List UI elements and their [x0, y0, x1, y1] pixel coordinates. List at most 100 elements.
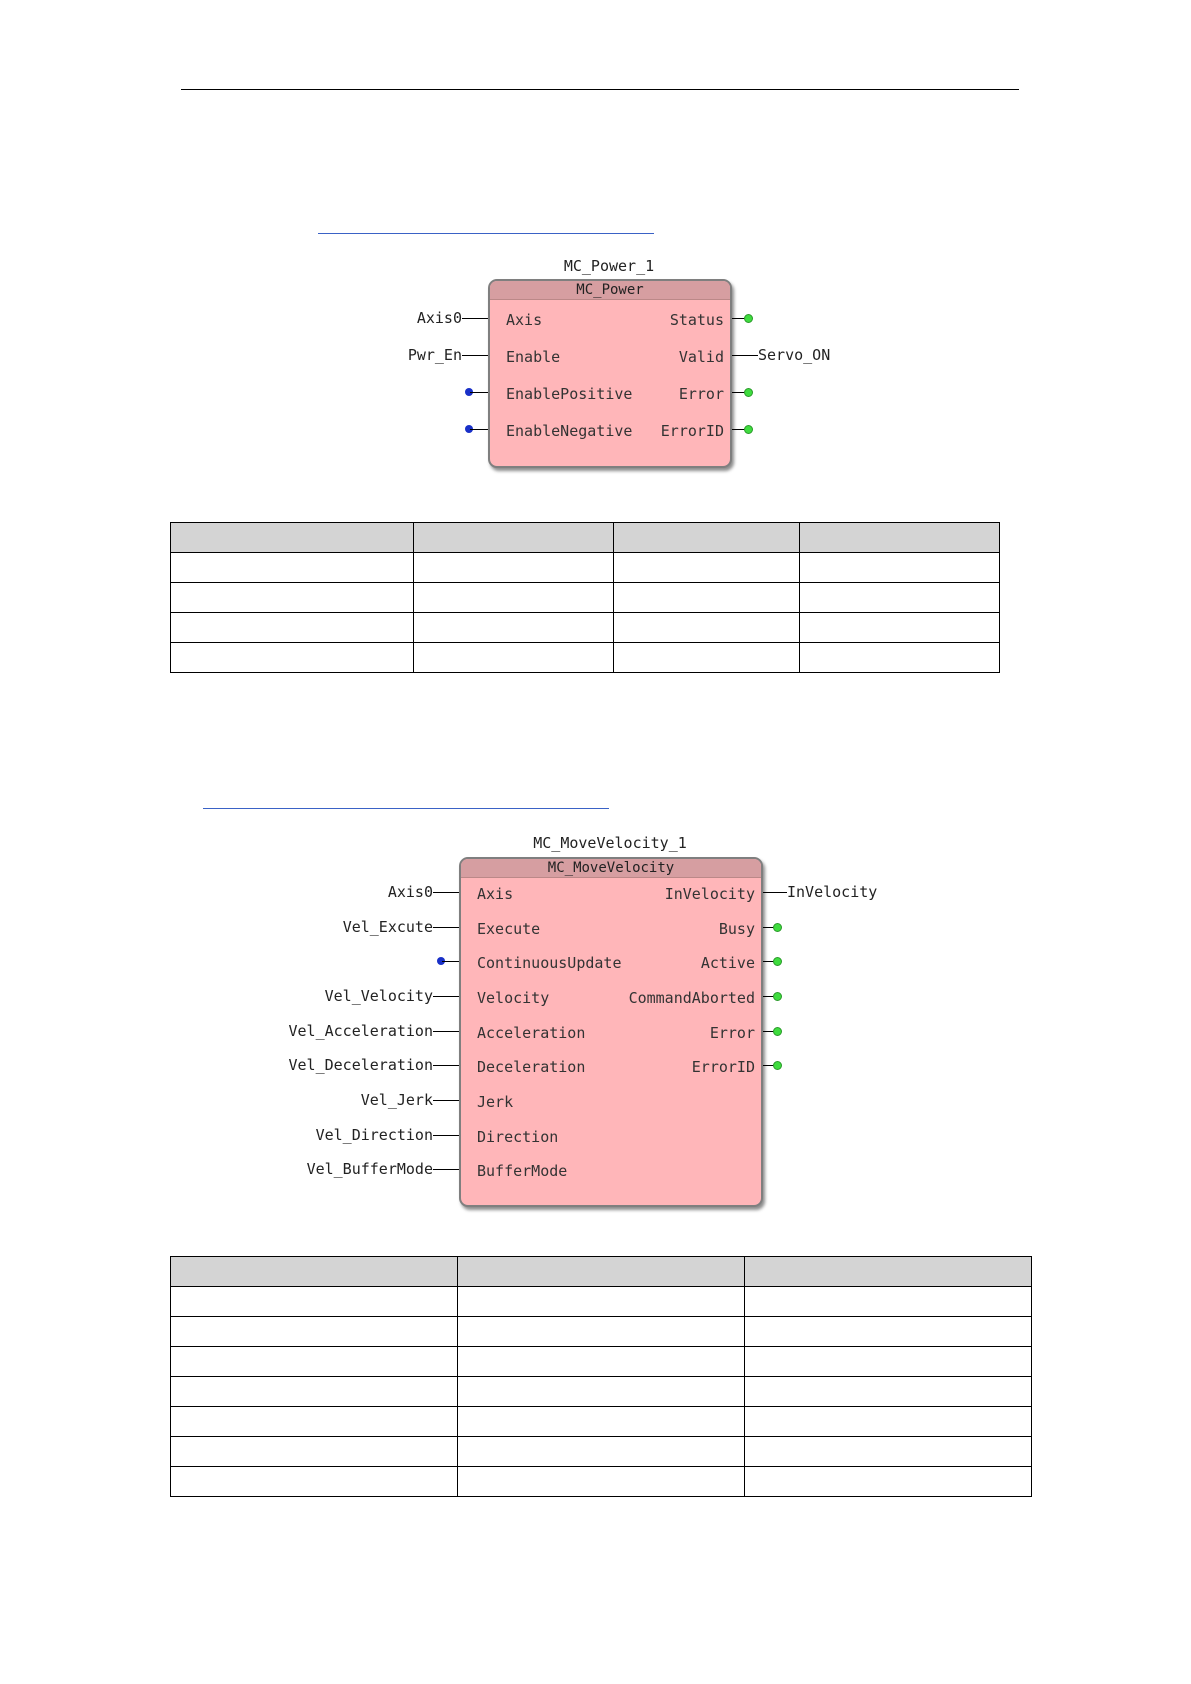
page-header-rule — [181, 89, 1019, 90]
velocity-conn-execute: Vel_Excute — [342, 918, 433, 936]
power-pin-in-enable-negative: EnableNegative — [506, 422, 633, 440]
power-pin-in-axis: Axis — [506, 311, 543, 329]
velocity-conn-invelocity: InVelocity — [787, 883, 878, 901]
table-row — [170, 552, 1000, 583]
velocity-pin-in-velocity: Velocity — [477, 989, 550, 1007]
velocity-pin-in-deceleration: Deceleration — [477, 1058, 586, 1076]
table-cell — [170, 552, 414, 583]
power-block-type: MC_Power — [490, 281, 730, 300]
table-cell — [457, 1466, 745, 1497]
table-cell — [613, 552, 800, 583]
table-row — [170, 642, 1000, 673]
power-pin-out-status: Status — [669, 311, 724, 329]
velocity-pin-in-execute: Execute — [477, 920, 541, 938]
table-cell — [457, 1436, 745, 1467]
power-error-dot-icon[interactable] — [744, 388, 753, 397]
power-pin-in-enable-positive: EnablePositive — [506, 385, 633, 403]
power-wire-enable-positive — [470, 392, 488, 393]
velocity-conn-axis: Axis0 — [387, 883, 433, 901]
table-row — [170, 1466, 1032, 1497]
velocity-pin-in-direction: Direction — [477, 1128, 559, 1146]
velocity-busy-dot-icon[interactable] — [773, 923, 782, 932]
power-enable-negative-dot-icon[interactable] — [465, 425, 473, 433]
power-conn-axis: Axis0 — [416, 309, 462, 327]
power-status-dot-icon[interactable] — [744, 314, 753, 323]
power-enable-positive-dot-icon[interactable] — [465, 388, 473, 396]
table-cell — [170, 1346, 458, 1377]
table-cell — [744, 1346, 1032, 1377]
table-row — [170, 1286, 1032, 1317]
table-cell — [613, 582, 800, 613]
velocity-function-block[interactable]: MC_MoveVelocity Axis Execute ContinuousU… — [459, 857, 763, 1207]
table-cell — [170, 1406, 458, 1437]
table-cell — [799, 582, 1000, 613]
table-cell — [457, 1376, 745, 1407]
table-cell — [613, 612, 800, 643]
velocity-error-dot-icon[interactable] — [773, 1027, 782, 1036]
velocity-wire-buffer-mode — [433, 1169, 459, 1170]
velocity-command-aborted-dot-icon[interactable] — [773, 992, 782, 1001]
velocity-instance-name: MC_MoveVelocity_1 — [533, 834, 687, 852]
velocity-pin-in-jerk: Jerk — [477, 1093, 514, 1111]
table-cell — [170, 642, 414, 673]
table-cell — [744, 1466, 1032, 1497]
table-row — [170, 1406, 1032, 1437]
table-cell — [170, 1286, 458, 1317]
velocity-conn-jerk: Vel_Jerk — [360, 1091, 433, 1109]
velocity-pin-out-command-aborted: CommandAborted — [628, 989, 755, 1007]
velocity-pin-out-active: Active — [700, 954, 755, 972]
power-wire-enable-negative — [470, 429, 488, 430]
velocity-errorid-dot-icon[interactable] — [773, 1061, 782, 1070]
table-cell — [799, 642, 1000, 673]
velocity-conn-deceleration: Vel_Deceleration — [288, 1056, 434, 1074]
table-cell — [413, 642, 614, 673]
power-wire-valid — [732, 355, 758, 356]
power-function-block[interactable]: MC_Power Axis Enable EnablePositive Enab… — [488, 279, 732, 468]
power-wire-error — [732, 392, 748, 393]
table-header-row — [170, 1256, 1032, 1287]
table-cell — [744, 1436, 1032, 1467]
power-conn-valid: Servo_ON — [758, 346, 831, 364]
table-header-cell — [170, 522, 414, 553]
velocity-pin-out-invelocity: InVelocity — [664, 885, 755, 903]
velocity-pin-in-axis: Axis — [477, 885, 514, 903]
velocity-pin-out-errorid: ErrorID — [691, 1058, 755, 1076]
velocity-conn-buffer-mode: Vel_BufferMode — [306, 1160, 433, 1178]
table-header-cell — [413, 522, 614, 553]
table-cell — [744, 1286, 1032, 1317]
velocity-active-dot-icon[interactable] — [773, 957, 782, 966]
velocity-wire-invelocity — [763, 892, 787, 893]
velocity-block-type: MC_MoveVelocity — [461, 859, 761, 878]
table-cell — [170, 1436, 458, 1467]
velocity-wire-execute — [433, 927, 459, 928]
power-pin-out-errorid: ErrorID — [660, 422, 724, 440]
table-header-row — [170, 522, 1000, 553]
table-row — [170, 582, 1000, 613]
velocity-continuous-update-dot-icon[interactable] — [437, 957, 445, 965]
table-cell — [744, 1406, 1032, 1437]
velocity-conn-acceleration: Vel_Acceleration — [288, 1022, 434, 1040]
power-wire-enable — [462, 355, 488, 356]
power-errorid-dot-icon[interactable] — [744, 425, 753, 434]
power-conn-enable: Pwr_En — [407, 346, 462, 364]
table-cell — [413, 582, 614, 613]
table-row — [170, 612, 1000, 643]
velocity-wire-axis — [433, 892, 459, 893]
velocity-wire-velocity — [433, 996, 459, 997]
power-pin-out-error: Error — [678, 385, 724, 403]
velocity-wire-acceleration — [433, 1031, 459, 1032]
power-pin-in-enable: Enable — [506, 348, 561, 366]
table-row — [170, 1346, 1032, 1377]
table-header-cell — [799, 522, 1000, 553]
table-cell — [799, 612, 1000, 643]
table-cell — [799, 552, 1000, 583]
table-cell — [457, 1406, 745, 1437]
section-link-underline-velocity[interactable] — [203, 808, 609, 809]
section-link-underline-power[interactable] — [318, 233, 654, 234]
table-cell — [613, 642, 800, 673]
table-cell — [457, 1346, 745, 1377]
velocity-wire-deceleration — [433, 1065, 459, 1066]
table-cell — [170, 612, 414, 643]
velocity-wire-command-aborted — [763, 996, 777, 997]
table-row — [170, 1436, 1032, 1467]
